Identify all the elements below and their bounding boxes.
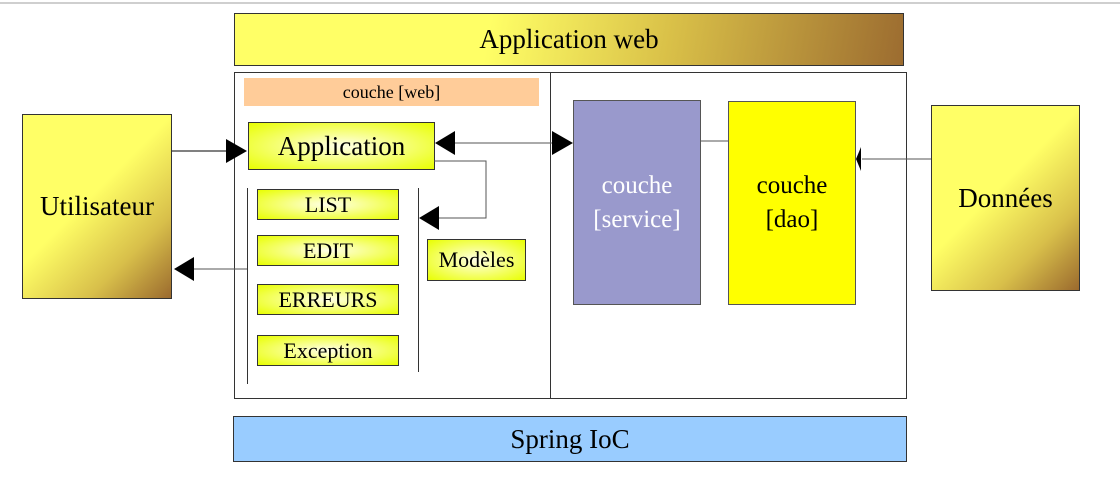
application-web-bar: Application web — [234, 13, 904, 66]
view-box-edit: EDIT — [257, 235, 399, 266]
data-box: Données — [931, 105, 1080, 291]
dao-layer-line1: couche — [756, 172, 828, 199]
view-label: Exception — [283, 337, 373, 363]
view-label: EDIT — [302, 237, 354, 263]
view-box-exception: Exception — [257, 335, 399, 366]
views-left-bracket-line — [247, 188, 248, 384]
application-controller-box: Application — [248, 122, 435, 170]
application-controller-label: Application — [277, 130, 406, 161]
top-border — [0, 2, 1120, 4]
container-divider — [550, 72, 551, 399]
web-layer-label: couche [web] — [342, 81, 441, 102]
arrowhead-into-user-icon — [174, 257, 194, 281]
spring-ioc-label: Spring IoC — [510, 423, 630, 454]
dao-layer-box: couche [dao] — [728, 101, 856, 305]
user-box: Utilisateur — [22, 114, 172, 299]
view-box-erreurs: ERREURS — [257, 284, 399, 315]
service-layer-line2: [service] — [593, 205, 681, 233]
application-web-label: Application web — [479, 24, 659, 54]
models-label: Modèles — [438, 247, 515, 272]
view-label: ERREURS — [278, 286, 378, 312]
dao-layer-line2: [dao] — [765, 206, 819, 233]
views-right-bracket-line — [418, 188, 419, 372]
web-layer-bar: couche [web] — [244, 78, 539, 106]
models-box: Modèles — [427, 239, 526, 281]
user-label: Utilisateur — [40, 191, 154, 221]
service-layer-line1: couche — [601, 171, 673, 199]
data-label: Données — [958, 182, 1053, 213]
service-layer-box: couche [service] — [573, 100, 701, 305]
view-box-list: LIST — [257, 189, 399, 220]
spring-ioc-bar: Spring IoC — [233, 416, 907, 462]
view-label: LIST — [304, 191, 352, 217]
